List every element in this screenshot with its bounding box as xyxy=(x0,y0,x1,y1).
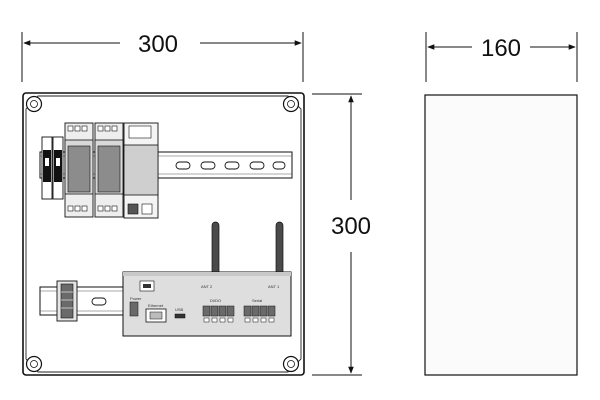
corner-screw-bottom-left xyxy=(25,355,43,373)
label-ant1: ANT 1 xyxy=(268,284,280,289)
side-view-panel xyxy=(424,94,578,376)
depth-dimension: 160 xyxy=(425,32,578,82)
width-dimension: 300 xyxy=(21,31,304,82)
relay-module xyxy=(123,122,159,219)
power-supply-module-1 xyxy=(64,122,94,218)
power-connector xyxy=(129,301,139,317)
corner-screw-bottom-right xyxy=(282,355,300,373)
label-power: Power xyxy=(130,296,142,301)
depth-label: 160 xyxy=(481,35,521,62)
width-label: 300 xyxy=(138,31,178,58)
label-dio: DI/DO xyxy=(210,298,221,303)
height-dimension: 300 xyxy=(312,93,371,376)
corner-screw-top-left xyxy=(25,95,43,113)
din-rail-lower xyxy=(39,286,125,316)
height-label: 300 xyxy=(331,213,371,240)
circuit-breaker-pair xyxy=(41,136,64,200)
router-module: ANT 2 ANT 1 Power Ethernet USB DI/DO Ser… xyxy=(122,271,292,337)
label-usb: USB xyxy=(175,307,184,312)
label-ant2: ANT 2 xyxy=(201,284,213,289)
usb-port xyxy=(174,313,186,319)
label-serial: Serial xyxy=(252,298,262,303)
label-ethernet: Ethernet xyxy=(148,303,164,308)
corner-screw-top-right xyxy=(282,95,300,113)
power-supply-module-2 xyxy=(94,122,124,218)
terminal-block xyxy=(56,280,78,322)
serial-terminals xyxy=(243,305,276,323)
dio-terminals xyxy=(202,305,235,323)
